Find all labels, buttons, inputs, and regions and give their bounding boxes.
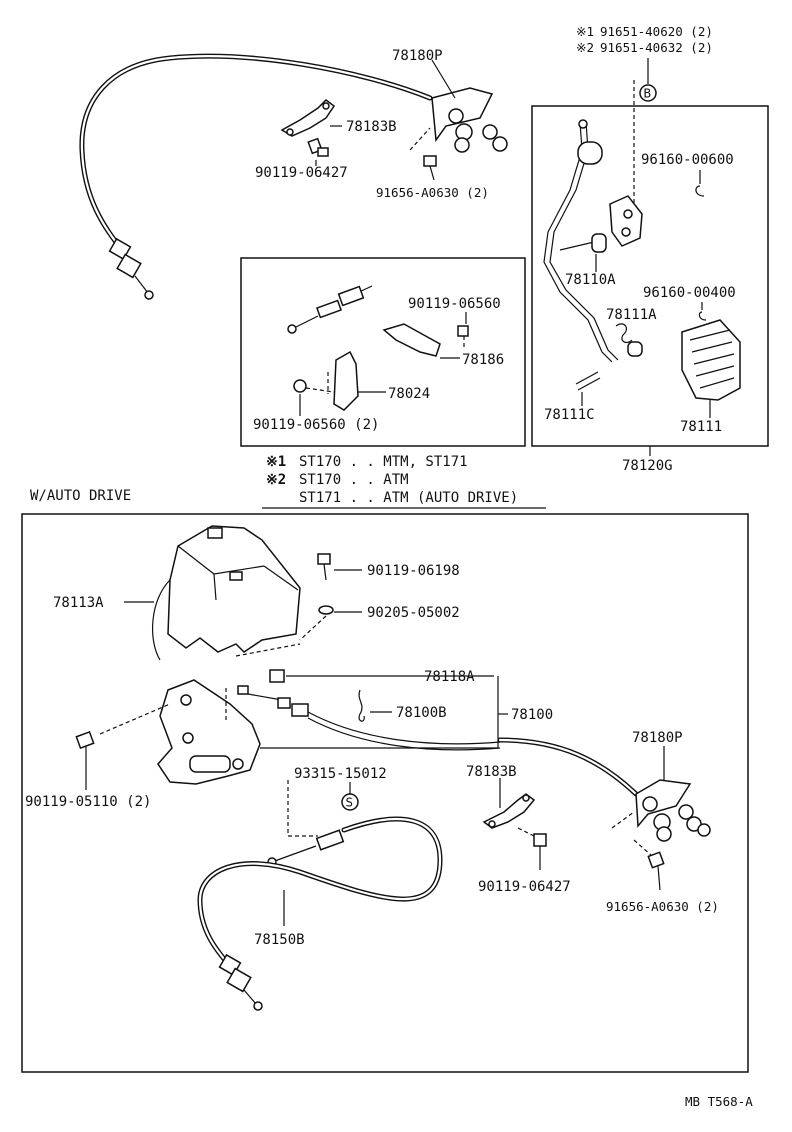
label-90119-06427-top: 90119-06427 (255, 165, 348, 181)
label-91651-40620: 91651-40620 (2) (600, 24, 713, 39)
label-96160-00400: 96160-00400 (643, 285, 736, 301)
note-3-text: ST171 . . ATM (AUTO DRIVE) (299, 490, 518, 506)
label-78111C: 78111C (544, 407, 595, 423)
circle-b-marker (639, 84, 657, 102)
washer-90205-05002 (299, 605, 362, 641)
note-2-mark: ※2 (266, 472, 286, 488)
label-90119-06560-2: 90119-06560 (2) (253, 417, 379, 433)
label-91656-A0630-top: 91656-A0630 (2) (376, 185, 489, 200)
right-bracket-assembly (611, 746, 711, 842)
top-accelerator-cable (79, 53, 433, 300)
auto-bracket-78183b (482, 778, 547, 870)
label-90119-06198: 90119-06198 (367, 563, 460, 579)
label-90119-05110: 90119-05110 (2) (25, 794, 151, 810)
label-78100B: 78100B (396, 705, 447, 721)
circle-s-marker (341, 793, 359, 811)
label-93315-15012: 93315-15012 (294, 766, 387, 782)
auto-drive-title: W/AUTO DRIVE (30, 488, 131, 504)
label-90205-05002: 90205-05002 (367, 605, 460, 621)
label-78113A: 78113A (53, 595, 104, 611)
label-91651-40632: 91651-40632 (2) (600, 40, 713, 55)
label-78186: 78186 (462, 352, 504, 368)
circle-b-letter: B (644, 86, 652, 101)
circle-s-letter: S (346, 795, 354, 810)
diagram-code: MB T568-A (685, 1094, 753, 1109)
label-90119-06560: 90119-06560 (408, 296, 501, 312)
label-78111A: 78111A (606, 307, 657, 323)
actuator-body (99, 643, 301, 785)
label-78118A: 78118A (424, 669, 475, 685)
note-2-text: ST170 . . ATM (299, 472, 409, 488)
bolt-90119-06198 (317, 553, 362, 581)
bolt-90119-05110 (75, 731, 95, 790)
label-78100: 78100 (511, 707, 553, 723)
top-bolt-91656 (409, 127, 437, 181)
label-78180P-auto: 78180P (632, 730, 683, 746)
label-78183B-auto: 78183B (466, 764, 517, 780)
label-91656-A0630-auto: 91656-A0630 (2) (606, 899, 719, 914)
label-78183B-top: 78183B (346, 119, 397, 135)
label-78110A: 78110A (565, 272, 616, 288)
label-90119-06427-auto: 90119-06427 (478, 879, 571, 895)
actuator-cover (124, 525, 301, 661)
auto-drive-box (21, 513, 749, 1073)
label-78150B: 78150B (254, 932, 305, 948)
main-cable-right (497, 737, 639, 797)
auto-bolt-91656 (633, 839, 665, 891)
note-mark-1-symbol: ※1 (576, 24, 594, 39)
note-1-text: ST170 . . MTM, ST171 (299, 454, 468, 470)
label-78024: 78024 (388, 386, 430, 402)
top-bracket-78183b (280, 99, 342, 157)
top-bracket-assembly (431, 59, 508, 153)
cable-78100-assembly (247, 669, 508, 751)
pedal-arm-assembly (543, 119, 741, 401)
note-1-mark: ※1 (266, 454, 286, 470)
inset-cable-detail (287, 285, 469, 411)
label-78111: 78111 (680, 419, 722, 435)
label-96160-00600: 96160-00600 (641, 152, 734, 168)
note-mark-2-symbol: ※2 (576, 40, 594, 55)
label-78180P-top: 78180P (392, 48, 443, 64)
inset-box (240, 257, 526, 447)
label-78120G: 78120G (622, 458, 673, 474)
lower-cable-78150b (197, 816, 443, 1011)
